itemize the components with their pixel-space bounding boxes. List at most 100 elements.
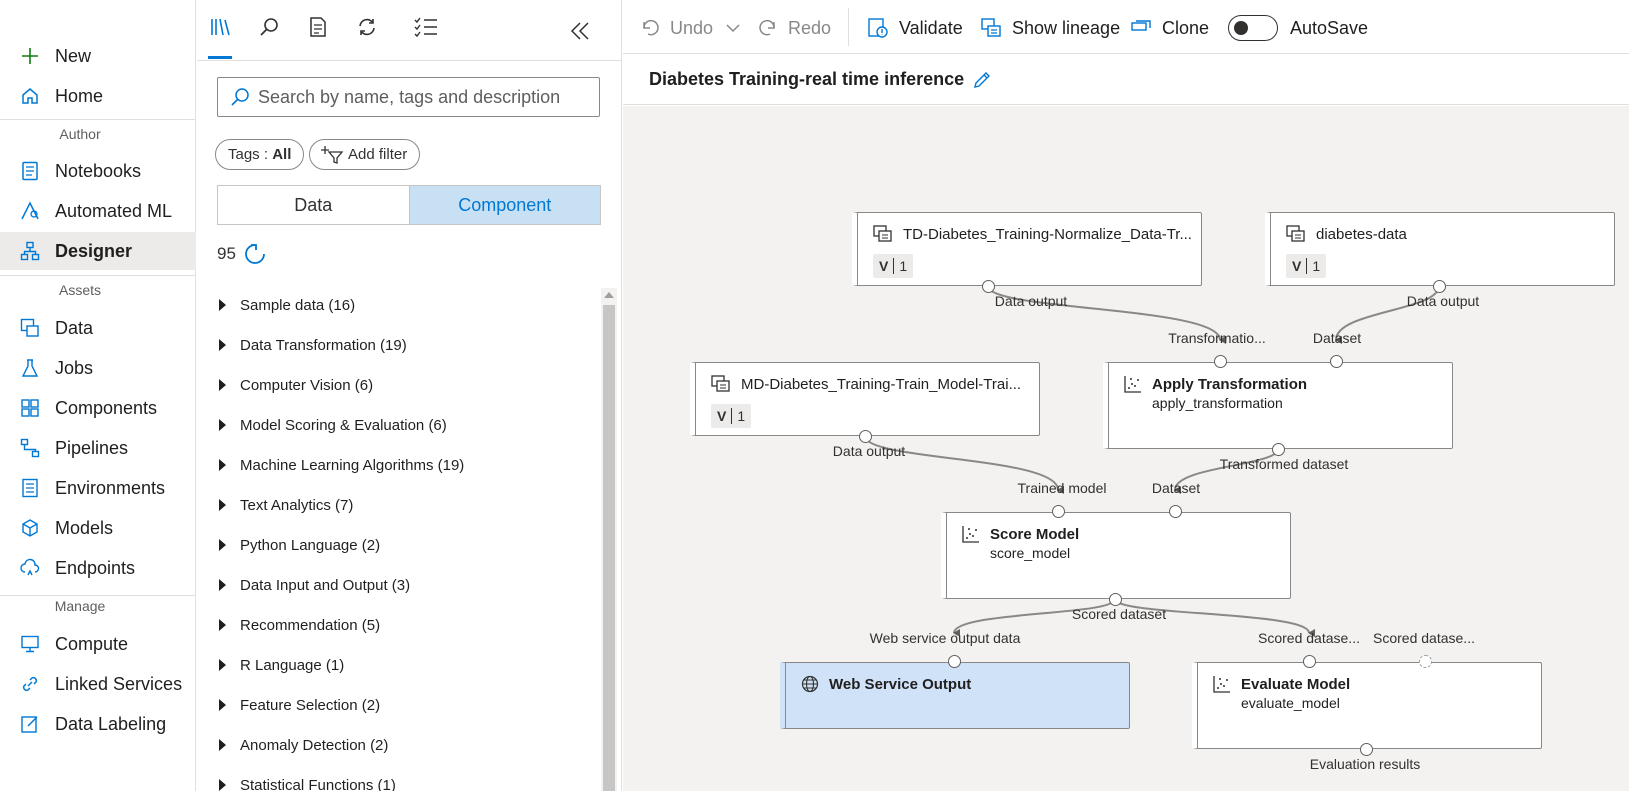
pipeline-canvas[interactable]: TD-Diabetes_Training-Normalize_Data-Tr..… [623, 106, 1629, 791]
output-port[interactable] [982, 280, 995, 293]
nav-home[interactable]: Home [0, 77, 196, 115]
output-port[interactable] [1360, 743, 1373, 756]
monitor-icon [19, 633, 41, 655]
scrollbar-thumb[interactable] [603, 305, 615, 791]
category-item[interactable]: Machine Learning Algorithms (19) [219, 451, 464, 479]
node-subtitle: apply_transformation [1152, 395, 1283, 411]
nav-data-labeling[interactable]: Data Labeling [0, 705, 196, 743]
output-port[interactable] [1433, 280, 1446, 293]
nav-pipelines[interactable]: Pipelines [0, 429, 196, 467]
seg-component-button[interactable]: Component [408, 186, 600, 224]
toggle-switch[interactable] [1228, 15, 1278, 41]
category-item[interactable]: Data Input and Output (3) [219, 571, 410, 599]
category-label: Python Language (2) [240, 536, 381, 554]
nav-automated-ml[interactable]: Automated ML [0, 192, 196, 230]
node-md-diabetes-training[interactable]: MD-Diabetes_Training-Train_Model-Trai...… [690, 362, 1040, 436]
nav-components[interactable]: Components [0, 389, 196, 427]
node-web-service-output[interactable]: Web Service Output [780, 662, 1130, 729]
node-score-model[interactable]: Score Model score_model [941, 512, 1291, 599]
node-apply-transformation[interactable]: Apply Transformation apply_transformatio… [1103, 362, 1453, 449]
tab-job-details[interactable] [304, 14, 332, 44]
nav-environments[interactable]: Environments [0, 469, 196, 507]
search-box[interactable] [217, 77, 600, 117]
input-port[interactable] [1169, 505, 1182, 518]
category-item[interactable]: Anomaly Detection (2) [219, 731, 388, 759]
nav-data-label: Data [55, 317, 94, 338]
scroll-up-arrow-icon[interactable] [604, 292, 614, 298]
output-port[interactable] [1109, 593, 1122, 606]
add-filter-button[interactable]: Add filter [309, 139, 421, 170]
search-input[interactable] [258, 86, 598, 108]
tab-checklist[interactable] [412, 14, 440, 44]
nav-linked-services[interactable]: Linked Services [0, 665, 196, 703]
show-lineage-button[interactable]: Show lineage [980, 13, 1120, 43]
connection-line [987, 285, 1227, 344]
tab-search[interactable] [255, 14, 283, 44]
node-td-diabetes-training[interactable]: TD-Diabetes_Training-Normalize_Data-Tr..… [852, 212, 1202, 286]
category-label: Sample data (16) [240, 296, 356, 314]
tab-refresh[interactable] [353, 14, 381, 44]
category-item[interactable]: Feature Selection (2) [219, 691, 380, 719]
category-item[interactable]: Computer Vision (6) [219, 371, 373, 399]
redo-button[interactable]: Redo [758, 13, 831, 43]
nav-jobs[interactable]: Jobs [0, 349, 196, 387]
node-title: Web Service Output [801, 675, 971, 693]
category-item[interactable]: Sample data (16) [219, 291, 355, 319]
category-item[interactable]: Python Language (2) [219, 531, 380, 559]
collapse-panel-button[interactable] [566, 18, 594, 48]
port-label: Scored datase... [1258, 630, 1360, 646]
validate-button[interactable]: Validate [867, 13, 963, 43]
category-label: Computer Vision (6) [240, 376, 374, 394]
nav-designer[interactable]: Designer [0, 232, 196, 270]
input-port[interactable] [948, 655, 961, 668]
nav-new[interactable]: New [0, 37, 196, 75]
library-icon [210, 17, 232, 42]
output-port[interactable] [859, 430, 872, 443]
output-port[interactable] [1272, 443, 1285, 456]
nav-models[interactable]: Models [0, 509, 196, 547]
nav-section-author: Author [59, 126, 101, 142]
tags-label: Tags : [228, 146, 273, 163]
category-item[interactable]: Text Analytics (7) [219, 491, 353, 519]
nav-notebooks[interactable]: Notebooks [0, 152, 196, 190]
category-item[interactable]: Data Transformation (19) [219, 331, 407, 359]
port-label: Transformed dataset [1219, 456, 1349, 472]
category-item[interactable]: Statistical Functions (1) [219, 771, 396, 791]
tab-asset-library[interactable] [207, 14, 235, 59]
pipeline-title: Diabetes Training-real time inference [649, 69, 965, 89]
tags-filter-button[interactable]: Tags : All [215, 139, 305, 170]
input-port[interactable] [1330, 355, 1343, 368]
nav-notebooks-label: Notebooks [55, 160, 142, 181]
category-item[interactable]: Model Scoring & Evaluation (6) [219, 411, 447, 439]
undo-button[interactable]: Undo [640, 13, 713, 43]
node-title-text: TD-Diabetes_Training-Normalize_Data-Tr..… [903, 225, 1192, 243]
nav-data[interactable]: Data [0, 309, 196, 347]
connection-line [864, 435, 1065, 494]
caret-right-icon [219, 739, 226, 751]
nav-components-label: Components [55, 397, 158, 418]
category-label: Model Scoring & Evaluation (6) [240, 416, 447, 434]
input-port[interactable] [1052, 505, 1065, 518]
category-item[interactable]: Recommendation (5) [219, 611, 380, 639]
clone-button[interactable]: Clone [1130, 13, 1209, 43]
category-label: Text Analytics (7) [240, 496, 354, 514]
undo-dropdown[interactable] [725, 13, 751, 43]
input-port[interactable] [1303, 655, 1316, 668]
input-port-optional[interactable] [1419, 655, 1432, 668]
seg-data-button[interactable]: Data [294, 194, 333, 215]
input-port[interactable] [1214, 355, 1227, 368]
undo-icon [640, 18, 670, 38]
category-item[interactable]: R Language (1) [219, 651, 344, 679]
refresh-icon[interactable] [244, 243, 266, 265]
dataset-icon [711, 375, 741, 393]
node-evaluate-model[interactable]: Evaluate Model evaluate_model [1192, 662, 1542, 749]
autosave-toggle[interactable]: AutoSave [1228, 13, 1368, 43]
nav-compute[interactable]: Compute [0, 625, 196, 663]
port-label: Data output [832, 443, 906, 459]
pencil-icon[interactable] [972, 70, 992, 90]
connection-line [1335, 285, 1440, 345]
nav-endpoints[interactable]: Endpoints [0, 549, 196, 587]
